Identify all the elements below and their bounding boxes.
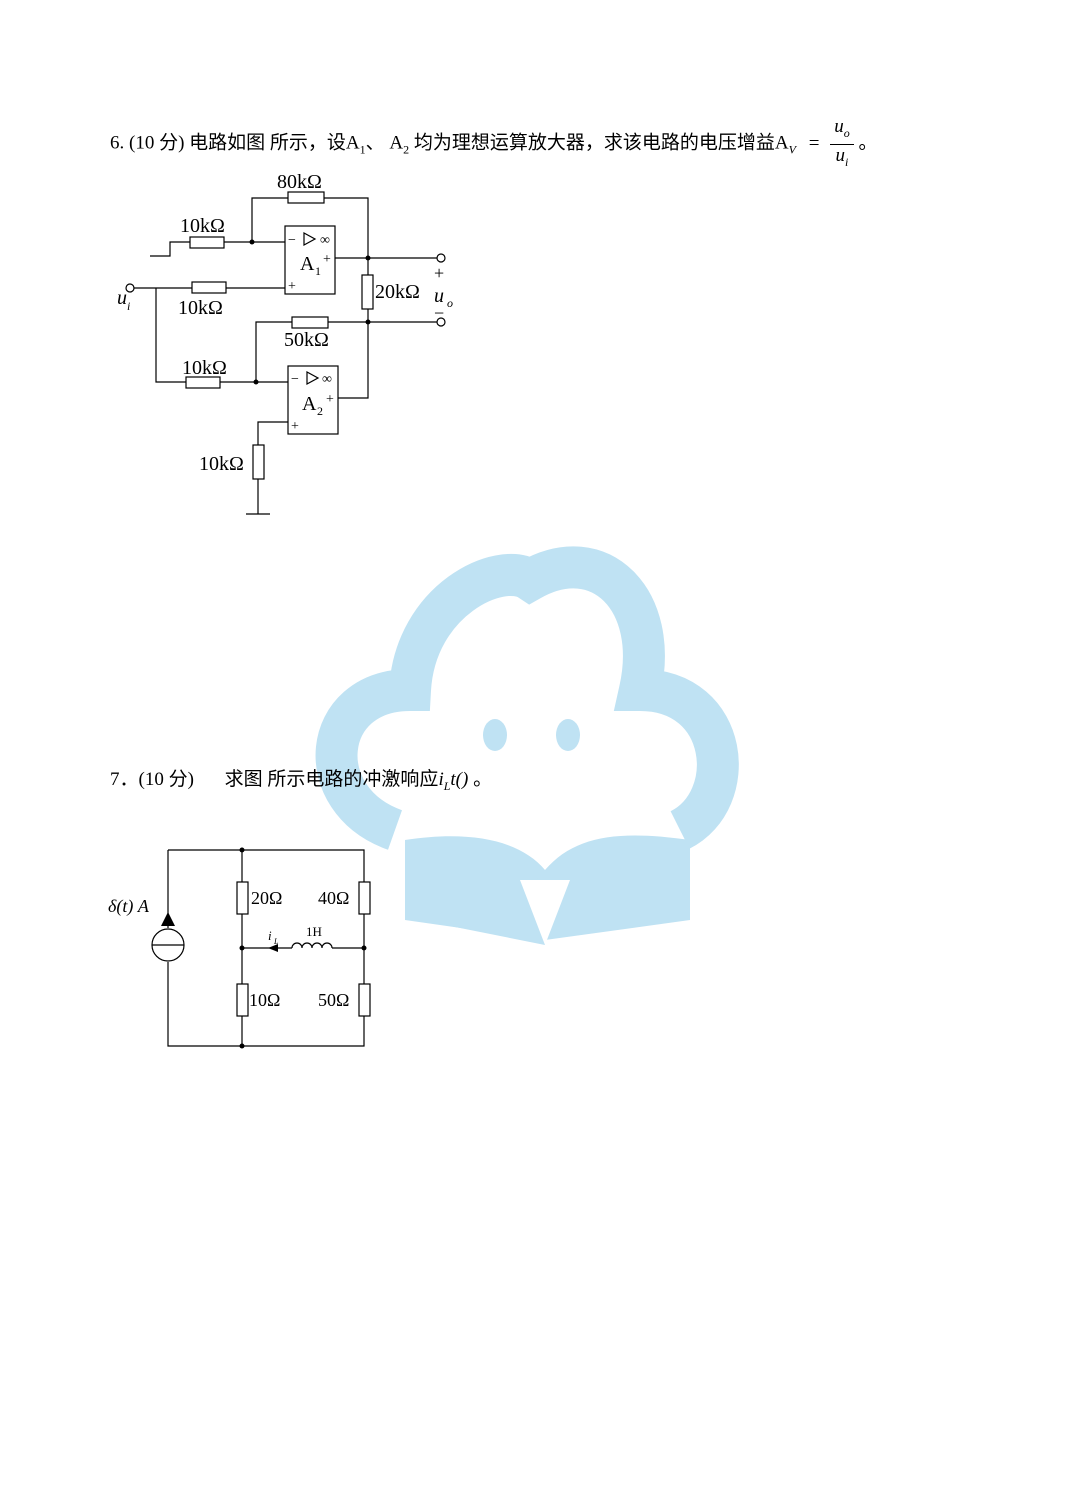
opamp1-sub: 1 <box>315 264 321 278</box>
question-7-text: 7．(10 分) 求图 所示电路的冲激响应iLt() 。 <box>110 768 492 798</box>
q6-circuit-diagram: 80kΩ 10kΩ 10kΩ 20kΩ 50kΩ 10kΩ 10kΩ A A u… <box>117 171 453 515</box>
output-u-sub: o <box>447 296 453 310</box>
q6-sep: 、 <box>365 132 385 154</box>
q6-a1-sub: 1 <box>359 142 366 157</box>
q7-number: 7． <box>110 769 139 790</box>
r-10k-ground1-label: 10kΩ <box>180 215 225 237</box>
r-10k-ground2-label: 10kΩ <box>199 453 244 475</box>
source-label: δ(t) A <box>108 896 150 917</box>
r-10-label: 10Ω <box>249 990 280 1010</box>
q6-number: 6. <box>110 132 125 154</box>
q7-text: 求图 所示电路的冲激响应 <box>224 769 439 790</box>
opamp1-label: A <box>300 253 315 275</box>
r-20-label: 20Ω <box>251 888 282 908</box>
opamp1-plus-out: + <box>323 252 331 267</box>
q7-var-sub: L <box>443 778 451 793</box>
r-80k-label: 80kΩ <box>277 171 322 193</box>
opamp1-minus: − <box>288 233 296 248</box>
r-10k-input2-label: 10kΩ <box>182 357 227 379</box>
opamp2-sub: 2 <box>317 404 323 418</box>
q6-points: (10 分) <box>129 132 185 154</box>
question-6-text: 6. (10 分) 电路如图 所示，设A1、 A2 均为理想运算放大器，求该电路… <box>110 116 877 173</box>
opamp2-inf: ∞ <box>322 372 332 387</box>
output-u-label: u <box>434 285 444 307</box>
q7-arg: t() <box>450 769 469 790</box>
q6-a2-sub: 2 <box>403 142 410 157</box>
current-label: i <box>268 928 272 943</box>
opamp2-plus-in: + <box>291 419 299 434</box>
r-10k-input1-label: 10kΩ <box>178 297 223 319</box>
q6-end: 。 <box>858 132 878 154</box>
output-minus: − <box>434 303 444 323</box>
current-sub: L <box>273 937 279 946</box>
opamp2-label: A <box>302 393 317 415</box>
q6-gain-fraction: uo ui <box>830 116 854 173</box>
q6-av: A <box>774 132 789 154</box>
input-u-sub: i <box>127 299 130 313</box>
opamp1-plus-in: + <box>288 279 296 294</box>
q6-equals: = <box>808 132 820 154</box>
q6-text-a: 电路如图 所示，设 <box>189 132 346 154</box>
r-50-label: 50Ω <box>318 990 349 1010</box>
output-plus: + <box>434 263 444 283</box>
input-u-label: u <box>117 287 127 309</box>
q6-frac-den: ui <box>835 144 849 169</box>
q7-circuit-diagram: δ(t) A 20Ω 40Ω 10Ω 50Ω 1H i L <box>108 847 371 1049</box>
r-50k-label: 50kΩ <box>284 329 329 351</box>
r-40-label: 40Ω <box>318 888 349 908</box>
opamp2-minus: − <box>291 372 299 387</box>
q7-points: (10 分) <box>138 769 194 790</box>
q6-text-b: 均为理想运算放大器，求该电路的电压增益 <box>413 132 775 154</box>
q6-frac-num: uo <box>830 116 854 145</box>
q7-var: i <box>438 769 444 790</box>
inductor-label: 1H <box>306 924 322 939</box>
q7-end: 。 <box>473 769 493 790</box>
q6-a1: A <box>345 132 360 154</box>
q6-av-sub: V <box>788 142 796 157</box>
opamp1-inf: ∞ <box>320 233 330 248</box>
opamp2-plus-out: + <box>326 392 334 407</box>
r-20k-label: 20kΩ <box>375 281 420 303</box>
q6-a2: A <box>389 132 404 154</box>
